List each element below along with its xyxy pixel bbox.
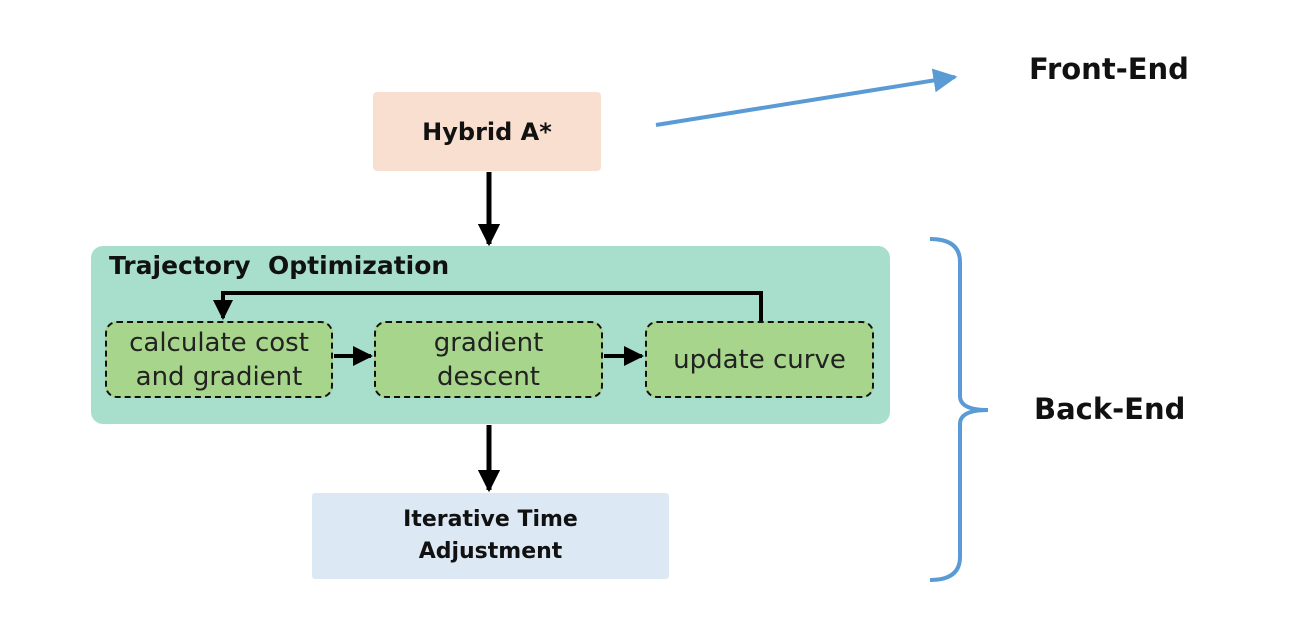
- gradient-descent-line-1: gradient: [433, 327, 544, 358]
- calculate-cost-step: calculate cost and gradient: [105, 321, 333, 398]
- trajectory-optimization-title: Trajectory Optimization: [109, 251, 450, 280]
- calculate-cost-line-1: calculate cost: [129, 327, 309, 358]
- front-end-arrow: [655, 68, 958, 127]
- hybrid-a-star-box: Hybrid A*: [373, 92, 601, 171]
- feedback-loop-arrow: [213, 291, 763, 321]
- gradient-descent-step: gradient descent: [374, 321, 603, 398]
- back-end-label: Back-End: [1034, 392, 1186, 426]
- iterative-line-1: Iterative Time: [403, 507, 578, 532]
- back-end-brace: [929, 237, 989, 582]
- update-curve-step: update curve: [645, 321, 874, 398]
- iterative-time-adjustment-box: Iterative Time Adjustment: [312, 493, 669, 579]
- front-end-label: Front-End: [1029, 52, 1189, 86]
- hybrid-a-star-label: Hybrid A*: [422, 117, 552, 146]
- calculate-cost-line-2: and gradient: [135, 361, 303, 392]
- gradient-descent-line-2: descent: [436, 361, 540, 392]
- update-curve-line-1: update curve: [673, 344, 846, 375]
- iterative-line-2: Adjustment: [418, 539, 563, 564]
